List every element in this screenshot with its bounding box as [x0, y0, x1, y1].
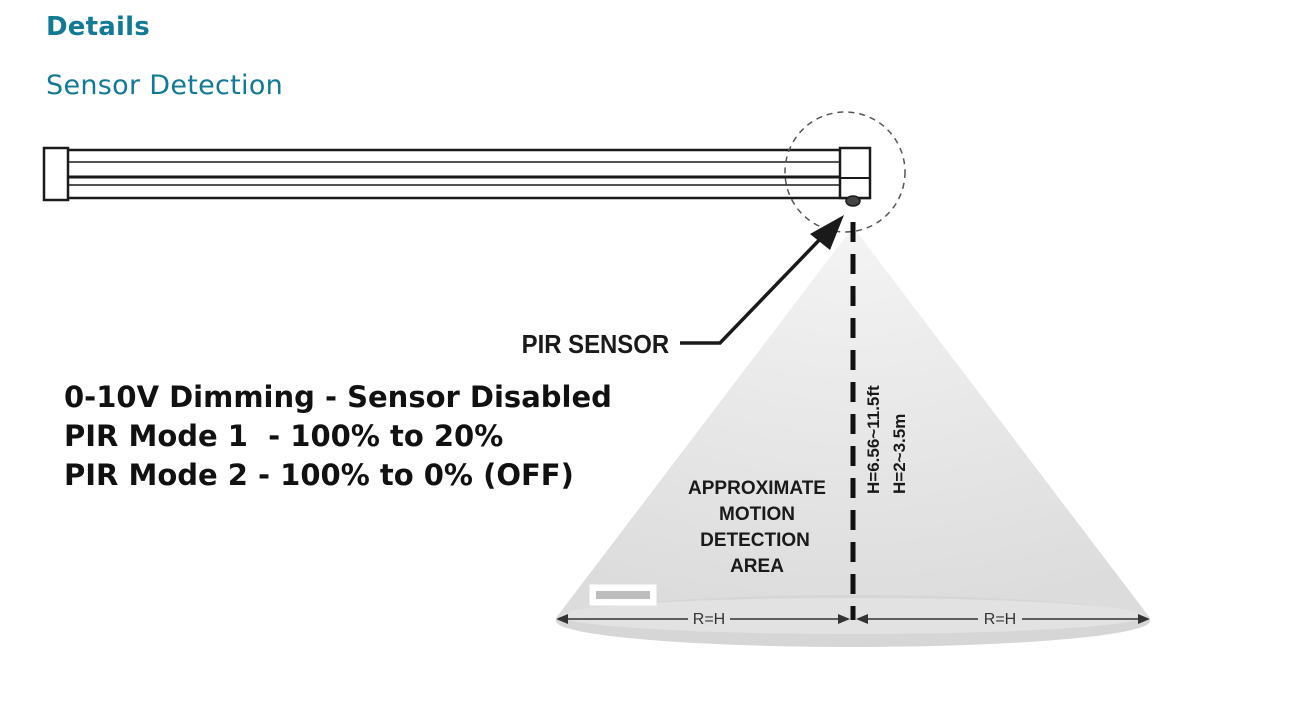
area-label-line: MOTION: [719, 504, 795, 525]
section-title: Details: [46, 12, 150, 42]
mode-line: 0-10V Dimming - Sensor Disabled: [64, 380, 612, 414]
area-label: APPROXIMATE MOTION DETECTION AREA: [688, 478, 826, 577]
radius-label-right: R=H: [984, 611, 1016, 628]
height-label-m: H=2~3.5m: [890, 414, 909, 494]
pir-sensor-dome: [845, 195, 861, 207]
radius-arrow-left: [556, 614, 850, 624]
mode-line: PIR Mode 2 - 100% to 0% (OFF): [64, 458, 574, 492]
radius-label-left: R=H: [693, 611, 725, 628]
sensor-highlight-circle: [784, 111, 906, 233]
light-fixture: [42, 146, 872, 207]
pir-sensor-label: PIR SENSOR: [522, 330, 669, 359]
dimming-modes-list: 0-10V Dimming - Sensor Disabled PIR Mode…: [64, 378, 612, 495]
area-label-line: APPROXIMATE: [688, 478, 826, 499]
height-labels: H=6.56~11.5ft H=2~3.5m: [864, 385, 909, 494]
radius-arrow-right: [856, 614, 1150, 624]
height-label-ft: H=6.56~11.5ft: [864, 385, 883, 494]
section-subtitle: Sensor Detection: [46, 70, 284, 101]
mode-line: PIR Mode 1 - 100% to 20%: [64, 419, 504, 453]
sensor-pointer-arrow: [680, 215, 844, 345]
area-label-line: DETECTION: [700, 530, 810, 551]
area-label-line: AREA: [730, 556, 784, 577]
